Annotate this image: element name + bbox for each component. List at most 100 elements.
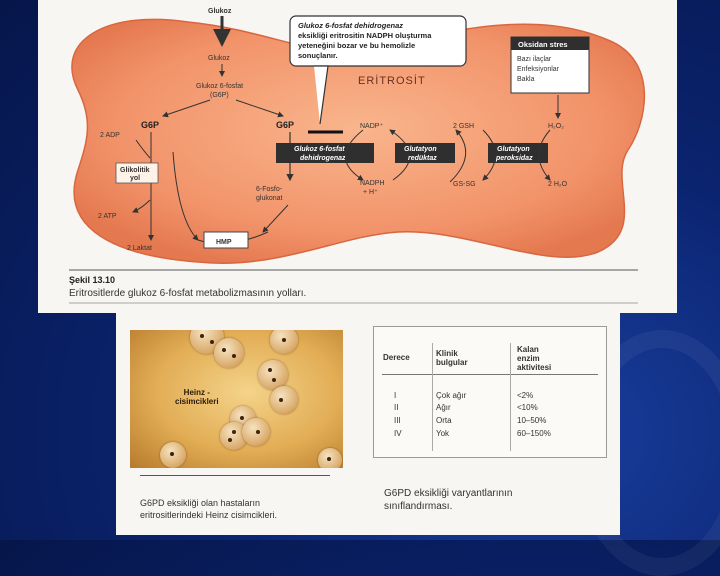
cycle-down-arrow xyxy=(172,151,199,241)
erythrocyte-cell xyxy=(242,418,270,446)
header-activity-3: aktivitesi xyxy=(517,363,552,372)
oxidative-stress-title: Oksidan stres xyxy=(518,40,568,49)
lactate-label: 2 Laktat xyxy=(127,245,152,252)
g6p-left-arrow xyxy=(162,99,211,118)
enzyme-g6pd-label-1: Glukoz 6-fosfat xyxy=(294,146,345,153)
erythrocyte-shape xyxy=(71,18,646,264)
row-2-clinical: Ağır xyxy=(436,403,451,412)
micrograph-caption-1: G6PD eksikliği olan hastaların xyxy=(140,498,261,508)
g6p-center-label-1: Glukoz 6-fosfat xyxy=(196,83,243,90)
callout-line-3: yeteneğini bozar ve bu hemolizle xyxy=(298,41,415,50)
pathway-diagram: ERİTROSİT Glukoz Glukoz Glukoz 6-fosfat … xyxy=(69,8,646,304)
pathway-figure: ERİTROSİT Glukoz Glukoz Glukoz 6-fosfat … xyxy=(38,0,677,313)
heinz-body-label: Heinz - cisimcikleri xyxy=(175,388,219,406)
header-activity: Kalan enzim aktivitesi xyxy=(517,345,551,372)
g6p-right-node: G6P xyxy=(276,120,294,130)
row-3-clinical: Orta xyxy=(436,416,452,425)
row-4-degree: IV xyxy=(394,429,402,438)
heinz-micrograph: Heinz - cisimcikleri xyxy=(130,330,343,468)
heinz-body-label-1: Heinz - xyxy=(183,388,210,397)
stress-item-fava: Bakla xyxy=(517,76,535,83)
nadp-reduction-arrow xyxy=(345,129,364,181)
callout-line-2: eksikliği eritrositin NADPH oluşturma xyxy=(298,31,432,40)
hmp-box xyxy=(203,231,249,249)
header-activity-2: enzim xyxy=(517,354,540,363)
header-clinical-1: Klinik xyxy=(436,349,458,358)
hmp-label: HMP xyxy=(216,239,232,246)
h2o-label: 2 H₂O xyxy=(548,181,568,188)
glucose-mid-label: Glukoz xyxy=(208,55,230,62)
row-1-degree: I xyxy=(394,391,397,400)
gluconate-label-2: glukonat xyxy=(256,195,283,202)
table-header-rule xyxy=(382,374,598,375)
erythrocyte-cell xyxy=(160,442,186,468)
enzyme-gr-box xyxy=(395,143,455,163)
row-4-clinical: Yok xyxy=(436,429,450,438)
atp-label: 2 ATP xyxy=(98,213,117,220)
header-clinical-2: bulgular xyxy=(436,358,468,367)
row-2-activity: <10% xyxy=(517,403,538,412)
header-degree: Derece xyxy=(383,353,410,362)
stress-item-drugs: Bazı ilaçlar xyxy=(517,56,552,63)
figure-number: Şekil 13.10 xyxy=(69,275,116,285)
gssg-label: GS-SG xyxy=(453,181,476,188)
glycolytic-label-2: yol xyxy=(130,175,140,182)
table-caption-2: sınıflandırması. xyxy=(384,501,453,512)
adp-branch-arrow xyxy=(135,139,151,159)
row-4-activity: 60–150% xyxy=(517,429,551,438)
figure-caption: Eritrositlerde glukoz 6-fosfat metaboliz… xyxy=(69,288,307,299)
gssg-reduction-arrow xyxy=(449,129,467,183)
micrograph-caption: G6PD eksikliği olan hastaların eritrosit… xyxy=(140,497,277,521)
header-clinical: Klinik bulgular xyxy=(436,349,468,367)
glycolytic-label-1: Glikolitik xyxy=(120,167,150,174)
enzyme-g6pd-box xyxy=(276,143,374,163)
erythrocyte-cell xyxy=(270,330,298,354)
enzyme-gp-box xyxy=(488,143,548,163)
g6p-center-label-2: (G6P) xyxy=(210,92,229,99)
enzyme-gp-label-1: Glutatyon xyxy=(497,146,530,153)
nadph-label-2: + H⁺ xyxy=(363,189,378,196)
erythrocyte-cell xyxy=(214,338,244,368)
lower-figures: Heinz - cisimcikleri G6PD eksikliği olan… xyxy=(116,313,620,535)
callout-line-1: Glukoz 6-fosfat dehidrogenaz xyxy=(298,21,403,30)
atp-branch-arrow xyxy=(132,199,151,213)
micrograph-caption-2: eritrositlerindeki Heinz cisimcikleri. xyxy=(140,510,278,520)
h2o2-label: H₂O₂ xyxy=(548,123,564,130)
enzyme-gp-label-2: peroksidaz xyxy=(495,155,533,162)
micrograph-rule xyxy=(140,475,330,476)
nadp-label: NADP⁺ xyxy=(360,123,383,130)
enzyme-gr-label-2: redüktaz xyxy=(408,155,437,162)
g6p-right-arrow xyxy=(235,99,284,118)
glucose-top-label: Glukoz xyxy=(208,8,232,15)
enzyme-gr-label-1: Glutatyon xyxy=(404,146,437,153)
table-caption-1: G6PD eksikliği varyantlarının xyxy=(384,488,513,499)
erythrocyte-cell xyxy=(258,360,288,390)
enzyme-g6pd-label-2: dehidrogenaz xyxy=(300,155,346,162)
variant-table: Derece Klinik bulgular Kalan enzim aktiv… xyxy=(373,326,607,458)
gluconate-label-1: 6-Fosfo- xyxy=(256,186,283,193)
table-col-rule-1 xyxy=(432,343,433,451)
gluconate-to-hmp-arrow xyxy=(262,204,289,233)
callout-line-4: sonuçlanır. xyxy=(298,51,338,60)
row-1-activity: <2% xyxy=(517,391,534,400)
row-2-degree: II xyxy=(394,403,399,412)
peroxide-arrow xyxy=(538,129,551,181)
heinz-body-label-2: cisimcikleri xyxy=(175,397,219,406)
callout-box xyxy=(289,15,467,67)
gsh-label: 2 GSH xyxy=(453,123,474,130)
erythrocyte-label: ERİTROSİT xyxy=(358,74,426,87)
row-3-activity: 10–50% xyxy=(517,416,547,425)
table-caption: G6PD eksikliği varyantlarının sınıflandı… xyxy=(384,487,512,513)
oxidative-stress-header xyxy=(511,37,589,50)
stress-item-infections: Enfeksiyonlar xyxy=(517,66,560,73)
header-activity-1: Kalan xyxy=(517,345,539,354)
g6p-left-node: G6P xyxy=(141,120,159,130)
erythrocyte-cell xyxy=(270,386,298,414)
glycolytic-path-box xyxy=(115,162,159,184)
nadph-label-1: NADPH xyxy=(360,180,385,187)
row-1-clinical: Çok ağır xyxy=(436,391,467,400)
adp-label: 2 ADP xyxy=(100,132,120,139)
table-col-rule-2 xyxy=(510,343,511,451)
callout-pointer xyxy=(314,65,329,125)
erythrocyte-cell xyxy=(318,448,342,468)
